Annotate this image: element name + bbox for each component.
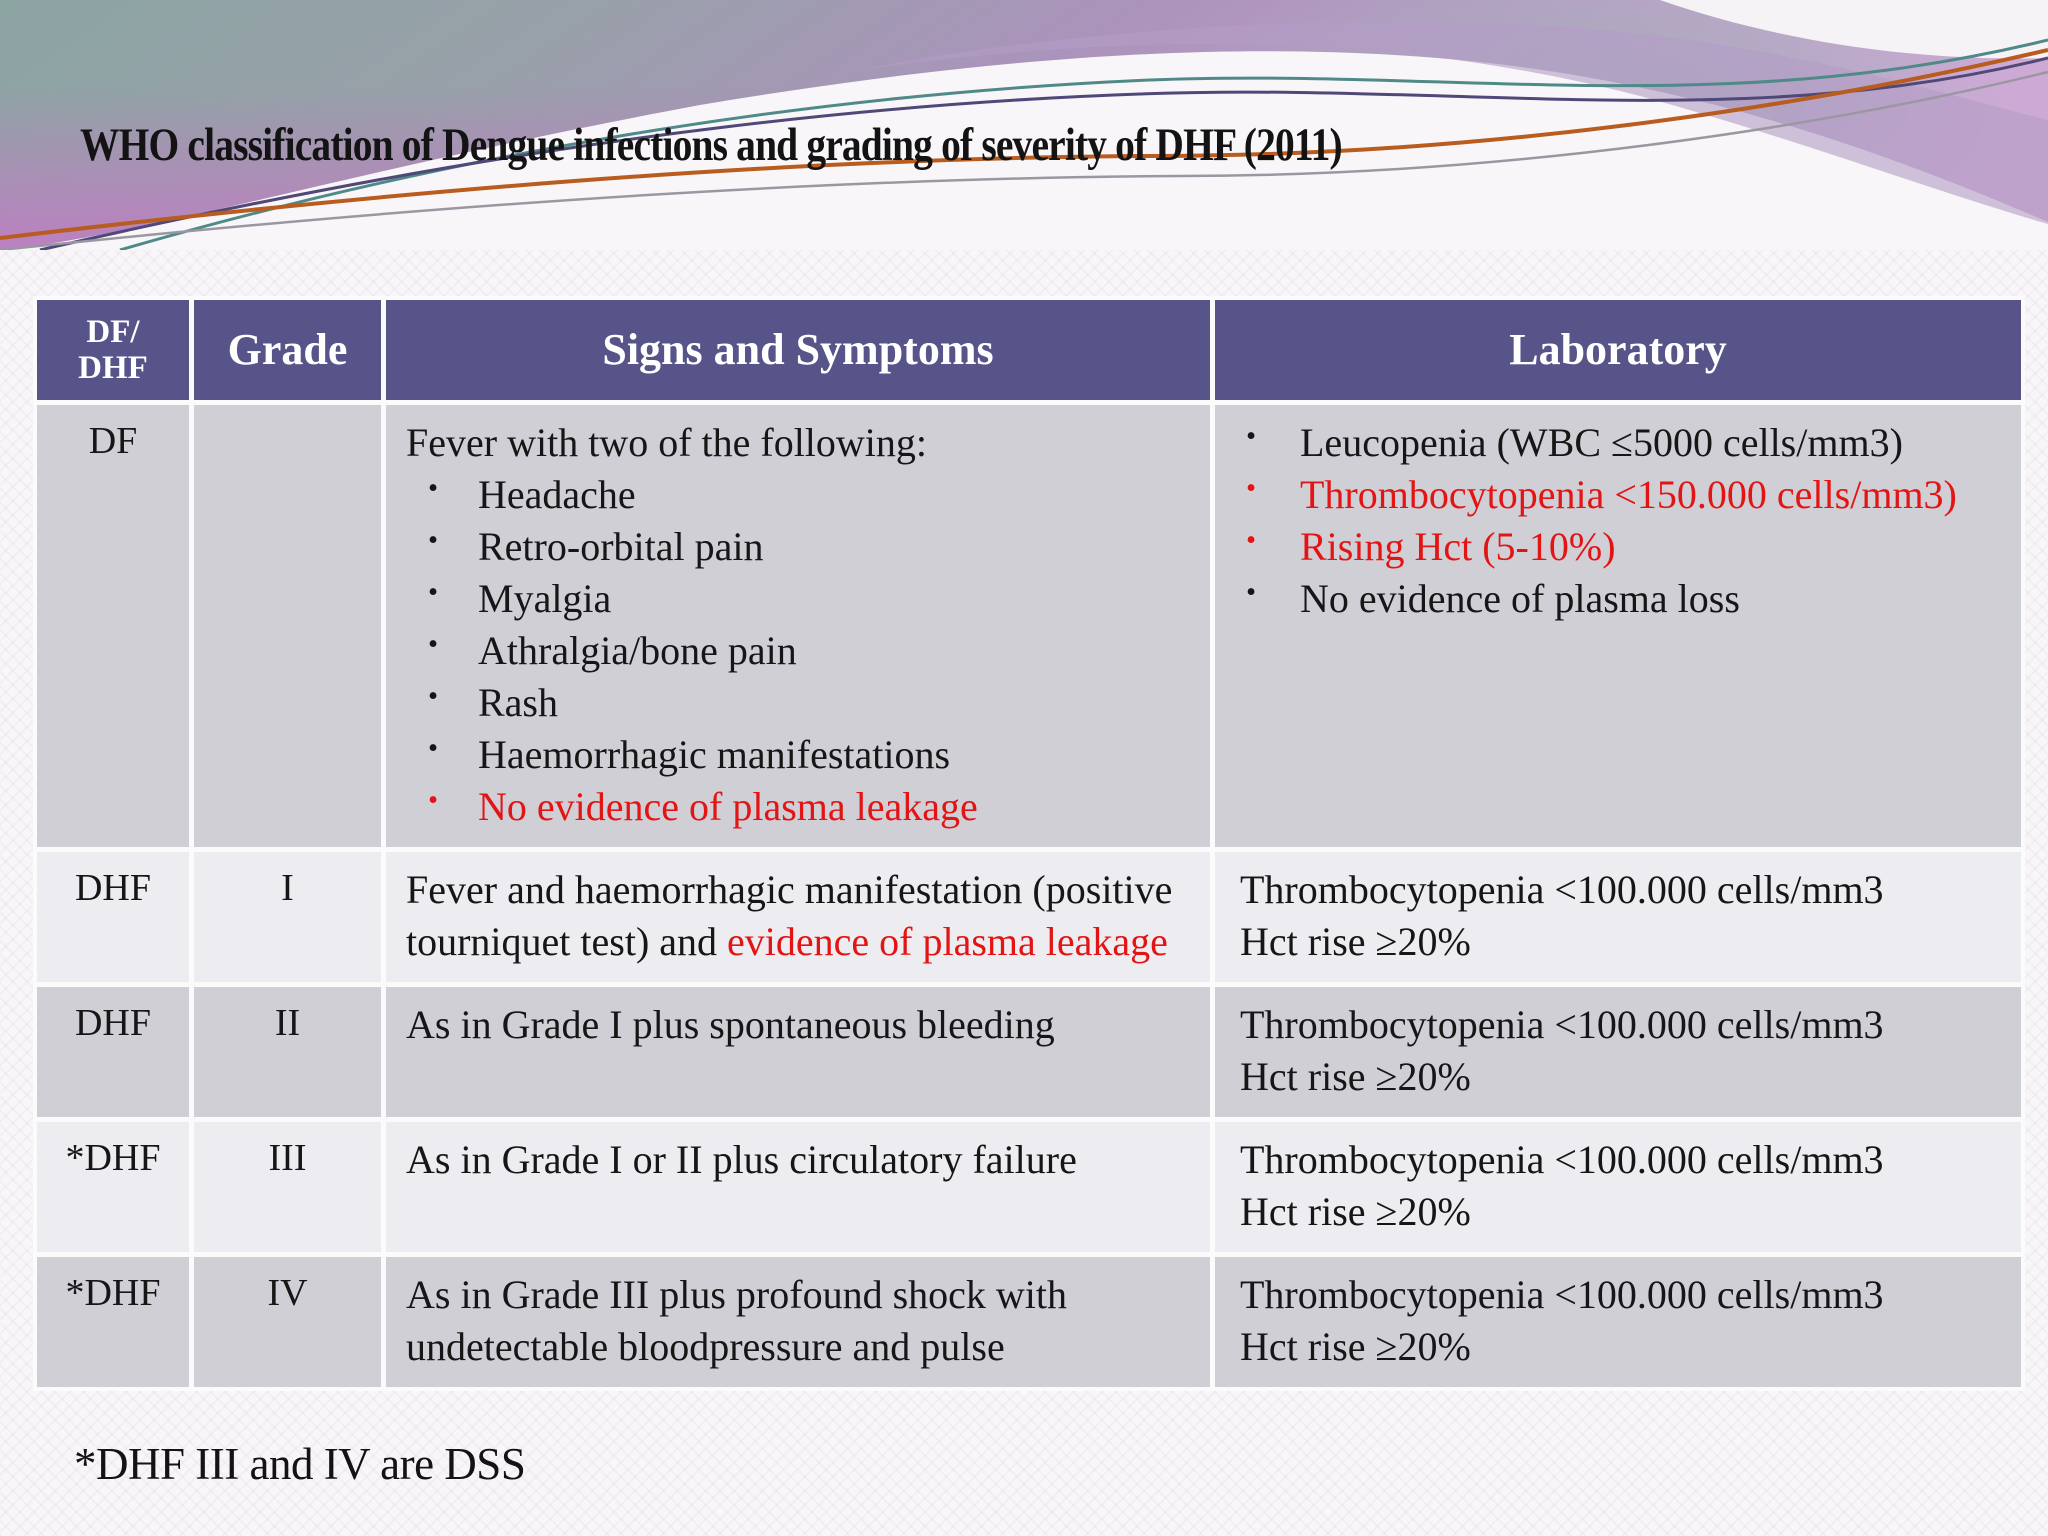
- banner-white-sliver: [1660, 0, 2048, 59]
- bullet-icon: •: [1246, 523, 1257, 556]
- signs-cell: As in Grade III plus profound shock with…: [386, 1257, 1210, 1387]
- row-type-cell: DF: [37, 405, 189, 847]
- banner-teal-line: [119, 38, 2048, 250]
- bullet-icon: •: [428, 783, 439, 816]
- header-cell-signs-symptoms: Signs and Symptoms: [386, 300, 1210, 400]
- bullet-item: • Headache: [406, 469, 1188, 521]
- signs-intro: Fever with two of the following:: [406, 420, 928, 465]
- row-type-cell: *DHF: [37, 1257, 189, 1387]
- bullet-text: Haemorrhagic manifestations: [478, 732, 951, 777]
- bullet-text: Rash: [478, 680, 558, 725]
- bullet-item: • Athralgia/bone pain: [406, 625, 1188, 677]
- signs-cell: As in Grade I or II plus circulatory fai…: [386, 1122, 1210, 1252]
- row-type-cell: DHF: [37, 852, 189, 982]
- bullet-item: • Rising Hct (5-10%): [1240, 521, 1999, 573]
- bullet-icon: •: [428, 575, 439, 608]
- signs-cell: As in Grade I plus spontaneous bleeding: [386, 987, 1210, 1117]
- grade-cell: IV: [194, 1257, 381, 1387]
- signs-text: As in Grade I or II plus circulatory fai…: [406, 1134, 1188, 1186]
- bullet-text: Rising Hct (5-10%): [1300, 524, 1616, 569]
- text-run: Fever and haemorrhagic manifestation (po…: [406, 867, 1173, 964]
- bullet-icon: •: [1246, 471, 1257, 504]
- footnote: *DHF III and IV are DSS: [74, 1439, 526, 1489]
- grade-cell: II: [194, 987, 381, 1117]
- banner-purple-line: [39, 56, 2048, 250]
- header-cell-laboratory: Laboratory: [1215, 300, 2021, 400]
- classification-table: DF/ DHF Grade Signs and Symptoms Laborat…: [33, 296, 2025, 1391]
- lab-cell: • Leucopenia (WBC ≤5000 cells/mm3) • Thromb…: [1215, 405, 2021, 847]
- bullet-text: No evidence of plasma loss: [1300, 576, 1740, 621]
- row-type-cell: *DHF: [37, 1122, 189, 1252]
- text-run: As in Grade I or II plus circulatory fai…: [406, 1137, 1077, 1182]
- lab-text: Hct rise ≥20%: [1240, 1324, 1471, 1369]
- banner-white-swoosh: [0, 51, 2048, 250]
- bullet-icon: •: [428, 627, 439, 660]
- lab-text: Thrombocytopenia <100.000 cells/mm3: [1240, 1137, 1884, 1182]
- bullet-item: • Myalgia: [406, 573, 1188, 625]
- bullet-text: Myalgia: [478, 576, 612, 621]
- bullet-icon: •: [428, 471, 439, 504]
- lab-text: Thrombocytopenia <100.000 cells/mm3: [1240, 1272, 1884, 1317]
- banner-gray-line: [0, 70, 2048, 250]
- bullet-item: • Retro-orbital pain: [406, 521, 1188, 573]
- bullet-icon: •: [428, 731, 439, 764]
- bullet-item: • Leucopenia (WBC ≤5000 cells/mm3): [1240, 417, 1999, 469]
- row-type-cell: DHF: [37, 987, 189, 1117]
- bullet-item: • Rash: [406, 677, 1188, 729]
- lab-text: Thrombocytopenia <100.000 cells/mm3: [1240, 1002, 1884, 1047]
- banner-orange-line: [0, 48, 2048, 240]
- bullet-text: Retro-orbital pain: [478, 524, 764, 569]
- bullet-icon: •: [1246, 575, 1257, 608]
- lab-text: Hct rise ≥20%: [1240, 919, 1471, 964]
- bullet-icon: •: [428, 679, 439, 712]
- signs-cell: Fever with two of the following: • Headach…: [386, 405, 1210, 847]
- signs-text: Fever and haemorrhagic manifestation (po…: [406, 864, 1188, 968]
- bullet-text: Athralgia/bone pain: [478, 628, 797, 673]
- bullet-item: • No evidence of plasma loss: [1240, 573, 1999, 625]
- signs-text: As in Grade I plus spontaneous bleeding: [406, 999, 1188, 1051]
- banner-purple-band: [860, 21, 2048, 225]
- banner-swoosh-graphic: [0, 0, 2048, 250]
- bullet-text: Leucopenia (WBC ≤5000 cells/mm3): [1300, 420, 1903, 465]
- bullet-icon: •: [1246, 419, 1257, 452]
- grade-cell: I: [194, 852, 381, 982]
- bullet-item: • Thrombocytopenia <150.000 cells/mm3): [1240, 469, 1999, 521]
- bullet-item: • Haemorrhagic manifestations: [406, 729, 1188, 781]
- signs-text: As in Grade III plus profound shock with…: [406, 1269, 1188, 1373]
- text-run: As in Grade III plus profound shock with…: [406, 1272, 1067, 1369]
- page-title: WHO classification of Dengue infections …: [80, 119, 1343, 171]
- grade-cell: [194, 405, 381, 847]
- text-run: evidence of plasma leakage: [727, 919, 1168, 964]
- signs-cell: Fever and haemorrhagic manifestation (po…: [386, 852, 1210, 982]
- bullet-text: Thrombocytopenia <150.000 cells/mm3): [1300, 472, 1957, 517]
- text-run: As in Grade I plus spontaneous bleeding: [406, 1002, 1055, 1047]
- lab-text: Hct rise ≥20%: [1240, 1054, 1471, 1099]
- lab-text: Thrombocytopenia <100.000 cells/mm3: [1240, 867, 1884, 912]
- header-cell-df-dhf: DF/ DHF: [37, 300, 189, 400]
- header-cell-grade: Grade: [194, 300, 381, 400]
- grade-cell: III: [194, 1122, 381, 1252]
- lab-text: Hct rise ≥20%: [1240, 1189, 1471, 1234]
- bullet-icon: •: [428, 523, 439, 556]
- bullet-text: No evidence of plasma leakage: [478, 784, 978, 829]
- bullet-text: Headache: [478, 472, 636, 517]
- bullet-item: • No evidence of plasma leakage: [406, 781, 1188, 833]
